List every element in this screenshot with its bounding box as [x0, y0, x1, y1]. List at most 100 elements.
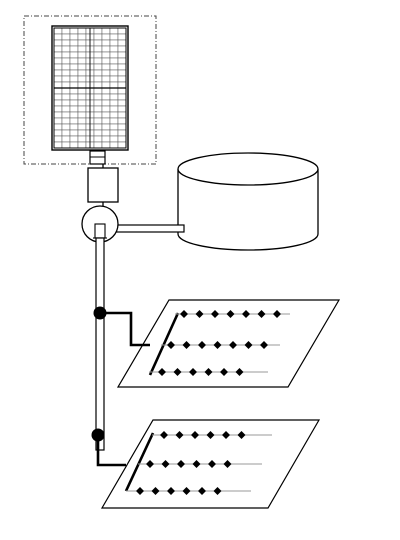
solar-cell — [77, 129, 87, 137]
solar-cell — [117, 135, 127, 143]
solar-cell — [93, 123, 103, 131]
solar-cell — [101, 123, 111, 131]
emitter-icon — [206, 431, 215, 439]
solar-cell — [53, 135, 63, 143]
solar-cell — [93, 135, 103, 143]
solar-cell — [53, 75, 63, 83]
solar-cell — [109, 129, 119, 137]
emitter-icon — [189, 368, 197, 376]
solar-cell — [77, 93, 87, 101]
emitter-icon — [175, 431, 184, 439]
solar-cell — [93, 39, 103, 47]
solar-cell — [69, 39, 79, 47]
solar-cell — [101, 57, 111, 65]
emitter-icon — [222, 431, 230, 439]
solar-cell — [61, 69, 71, 77]
emitter-icon — [182, 487, 191, 495]
solar-cell — [77, 45, 87, 53]
solar-cell — [69, 87, 79, 95]
solar-cell — [53, 45, 63, 53]
solar-cell — [101, 75, 111, 83]
solar-cell — [69, 45, 79, 53]
solar-cell — [101, 141, 111, 149]
solar-cell — [61, 33, 71, 41]
pump-icon — [81, 205, 119, 243]
solar-cell — [117, 27, 127, 35]
solar-cell — [117, 123, 127, 131]
emitter-icon — [161, 460, 170, 468]
solar-cell — [93, 69, 103, 77]
solar-cell — [101, 81, 111, 89]
solar-cell — [69, 141, 79, 149]
solar-cell — [69, 105, 79, 113]
solar-cell — [117, 111, 127, 119]
solar-cell — [101, 39, 111, 47]
solar-cell — [117, 69, 127, 77]
junction-2-dot — [91, 428, 105, 442]
solar-cell — [61, 81, 71, 89]
solar-cell — [109, 27, 119, 35]
solar-cell — [93, 51, 103, 59]
solar-cell — [77, 87, 87, 95]
emitter-icon — [160, 431, 168, 439]
solar-cell — [109, 111, 119, 119]
solar-cell — [69, 99, 79, 107]
solar-cell — [61, 93, 71, 101]
cylindrical-tank-icon — [177, 152, 319, 251]
solar-cell — [69, 27, 79, 35]
solar-cell — [53, 57, 63, 65]
solar-cell — [69, 117, 79, 125]
solar-cell — [61, 57, 71, 65]
solar-cell — [69, 123, 79, 131]
solar-cell — [109, 75, 119, 83]
solar-cell — [61, 111, 71, 119]
solar-cell — [93, 105, 103, 113]
solar-cell — [61, 63, 71, 71]
solar-cell — [69, 33, 79, 41]
solar-cell — [101, 129, 111, 137]
solar-cell — [53, 87, 63, 95]
solar-cell — [77, 81, 87, 89]
solar-cell — [93, 129, 103, 137]
solar-cell — [117, 45, 127, 53]
solar-cell — [61, 129, 71, 137]
emitter-icon — [244, 341, 253, 349]
solar-cell — [117, 99, 127, 107]
solar-cell — [53, 141, 63, 149]
emitter-icon — [167, 487, 175, 495]
solar-cell — [93, 63, 103, 71]
solar-cell — [93, 117, 103, 125]
solar-cell — [77, 27, 87, 35]
solar-cell — [109, 117, 119, 125]
solar-cell — [61, 51, 71, 59]
emitter-icon — [151, 487, 160, 495]
emitter-icon — [237, 431, 246, 439]
solar-cell — [109, 33, 119, 41]
solar-cell — [77, 123, 87, 131]
solar-cell — [69, 135, 79, 143]
solar-cell — [101, 27, 111, 35]
solar-cell — [61, 123, 71, 131]
solar-cell — [93, 75, 103, 83]
solar-cell — [77, 99, 87, 107]
solar-cell — [93, 87, 103, 95]
solar-cell — [53, 93, 63, 101]
solar-cell — [61, 27, 71, 35]
solar-cell — [109, 81, 119, 89]
emitter-icon — [198, 487, 206, 495]
emitter-icon — [242, 310, 250, 318]
emitter-icon — [204, 368, 213, 376]
emitter-icon — [146, 460, 154, 468]
solar-cell — [53, 39, 63, 47]
solar-cell — [109, 123, 119, 131]
emitter-icon — [213, 341, 222, 349]
solar-cell — [117, 63, 127, 71]
solar-cell — [109, 87, 119, 95]
solar-cell — [77, 39, 87, 47]
solar-cell — [61, 45, 71, 53]
emitter-icon — [220, 368, 228, 376]
solar-cell — [109, 105, 119, 113]
solar-cell — [77, 111, 87, 119]
solar-cell — [101, 99, 111, 107]
solar-cell — [101, 33, 111, 41]
